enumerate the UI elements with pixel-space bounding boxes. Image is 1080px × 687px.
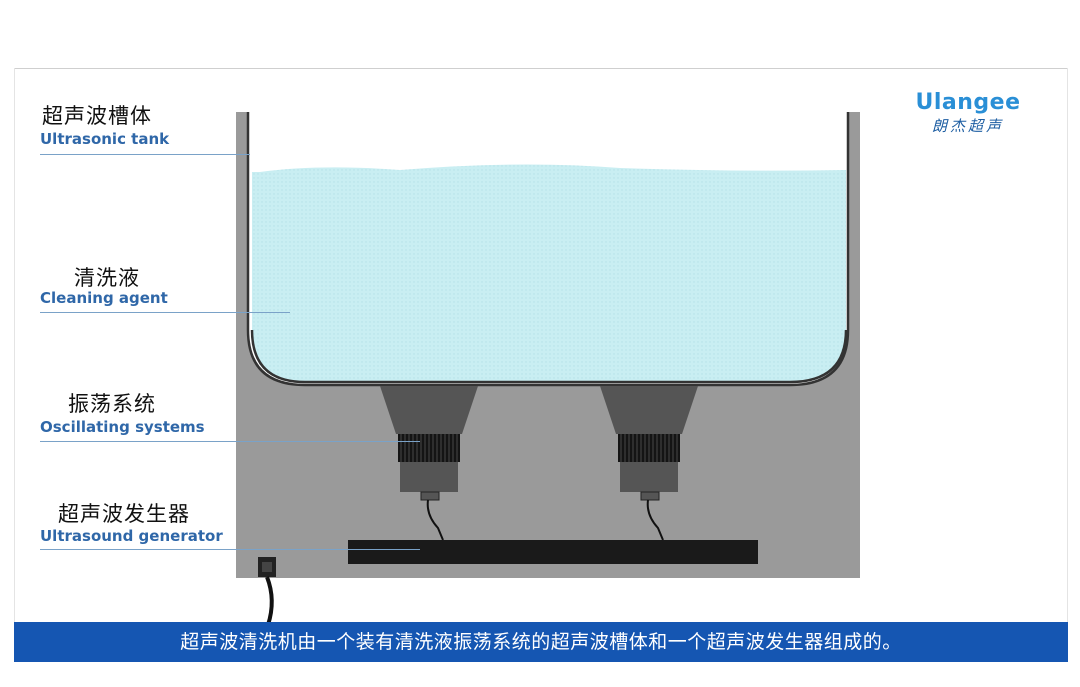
power-cable (258, 557, 276, 626)
transducer-left (380, 386, 478, 541)
brand-logo: Ulangee 朗杰超声 (912, 90, 1024, 136)
transducer-right (600, 386, 698, 541)
caption-text: 超声波清洗机由一个装有清洗液振荡系统的超声波槽体和一个超声波发生器组成的。 (180, 631, 902, 653)
label-agent-en: Cleaning agent (40, 289, 168, 307)
label-generator-en: Ultrasound generator (40, 527, 223, 545)
label-oscillating-zh: 振荡系统 (68, 392, 156, 416)
cleaning-liquid (252, 164, 846, 382)
leader-line-oscillating (40, 441, 420, 442)
label-generator-zh: 超声波发生器 (58, 502, 190, 526)
label-tank-en: Ultrasonic tank (40, 130, 170, 148)
frame-border-right (1067, 68, 1068, 628)
tank-housing (236, 112, 860, 578)
label-oscillating-en: Oscillating systems (40, 418, 205, 436)
logo-text-zh: 朗杰超声 (931, 117, 1004, 135)
label-agent-zh: 清洗液 (74, 266, 140, 290)
caption-bar: 超声波清洗机由一个装有清洗液振荡系统的超声波槽体和一个超声波发生器组成的。 (14, 622, 1068, 662)
frame-border-left (14, 68, 15, 628)
leader-line-agent (40, 312, 290, 313)
tank-bottom-line (250, 329, 848, 384)
tank-inner-wall (246, 112, 850, 387)
leader-line-generator (40, 549, 420, 550)
label-tank-zh: 超声波槽体 (42, 104, 152, 128)
leader-line-tank (40, 154, 250, 155)
frame-border-top (14, 68, 1068, 69)
logo-text-en: Ulangee (915, 90, 1021, 115)
ultrasound-generator-board (348, 540, 758, 564)
